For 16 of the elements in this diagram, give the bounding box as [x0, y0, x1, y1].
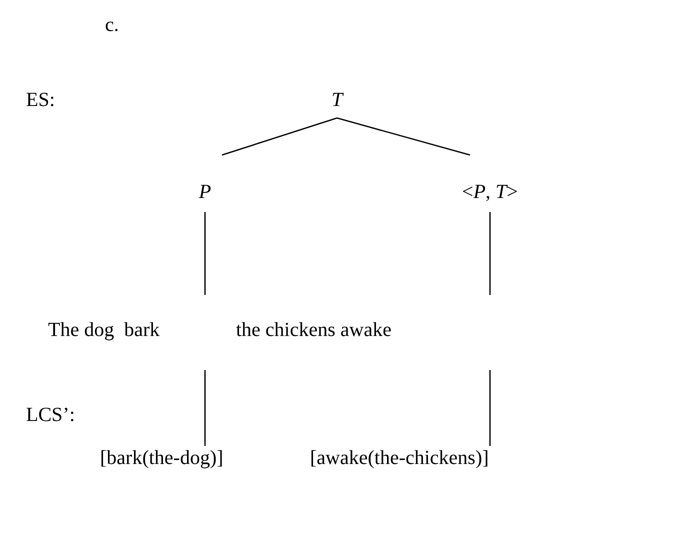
- tree-branch-line: [489, 212, 491, 295]
- annotation-label: LCS’:: [26, 403, 75, 427]
- tree-node-label: P: [198, 180, 212, 205]
- annotation-label: ES:: [26, 88, 55, 112]
- tree-node-label: [bark(the-dog)]: [100, 446, 224, 470]
- annotation-label: c.: [105, 13, 119, 37]
- tree-node-label: <P, T>: [462, 180, 518, 205]
- tree-branch-line: [204, 370, 206, 446]
- tree-node-label: [awake(the-chickens)]: [310, 446, 490, 470]
- tree-branch-line: [489, 370, 491, 446]
- tree-node-label: the chickens awake: [236, 318, 392, 342]
- tree-branch-line: [204, 212, 206, 295]
- tree-branch-line: [336, 117, 470, 156]
- tree-branch-line: [222, 117, 338, 156]
- tree-node-label: The dog bark: [48, 318, 161, 342]
- tree-node-label: T: [331, 88, 343, 113]
